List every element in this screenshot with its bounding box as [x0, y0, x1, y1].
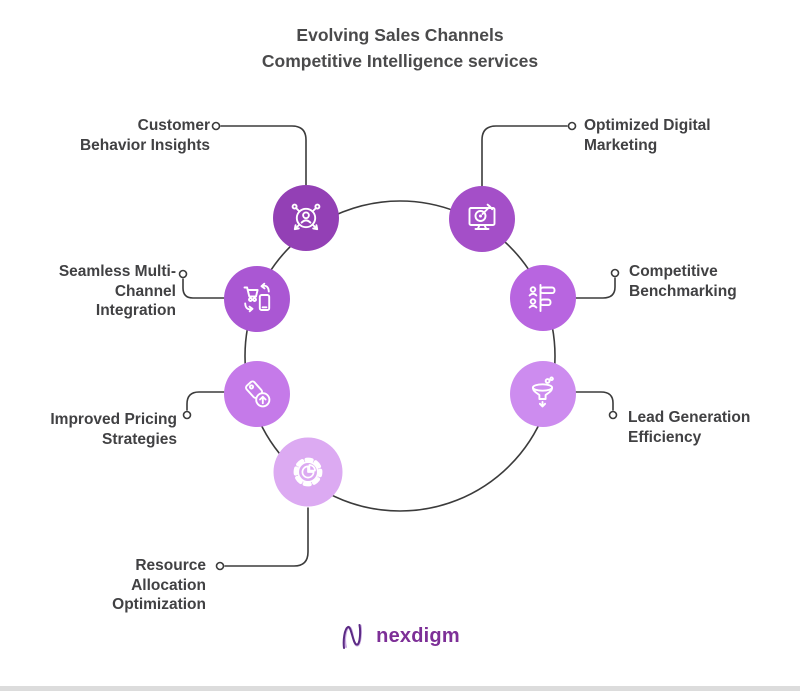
- label-resource-allocation-optimization: Resource Allocation Optimization: [112, 557, 206, 613]
- connector-dot: [610, 268, 620, 278]
- nexdigm-logo: nexdigm: [0, 621, 800, 652]
- label-competitive-benchmarking: Competitive Benchmarking: [629, 263, 737, 300]
- price-tag-up-icon: [224, 361, 290, 427]
- connector-pricing: [186, 391, 225, 411]
- connector-dot: [215, 561, 225, 571]
- label-lead-generation-efficiency: Lead Generation Efficiency: [628, 409, 751, 446]
- connector-multi-channel: [182, 278, 225, 299]
- label-improved-pricing-strategies: Improved Pricing Strategies: [50, 411, 177, 448]
- label-optimized-digital-marketing: Optimized Digital Marketing: [584, 117, 711, 154]
- connector-resource-allocation: [224, 507, 309, 567]
- connector-dot: [567, 121, 577, 131]
- connector-dot: [178, 269, 188, 279]
- nexdigm-logo-text: nexdigm: [376, 625, 460, 647]
- user-network-icon: [273, 185, 339, 251]
- gear-pie-icon: [273, 437, 343, 507]
- connector-dot: [211, 121, 221, 131]
- monitor-target-icon: [449, 186, 515, 252]
- connector-lead-generation: [575, 391, 614, 411]
- connector-digital-marketing: [481, 125, 568, 187]
- bottom-strip: [0, 686, 800, 691]
- cycle-ring: [244, 200, 556, 512]
- title-line-1: Evolving Sales Channels: [296, 25, 504, 45]
- connectors: [182, 125, 616, 567]
- connector-dot: [182, 410, 192, 420]
- connector-dot: [608, 410, 618, 420]
- title-line-2: Competitive Intelligence services: [261, 51, 539, 71]
- label-seamless-multi-channel-integration: Seamless Multi- Channel Integration: [58, 263, 176, 319]
- page-title: Evolving Sales Channels Competitive Inte…: [0, 22, 800, 74]
- connector-customer-behavior: [220, 125, 307, 186]
- cart-phone-sync-icon: [224, 266, 290, 332]
- nexdigm-logo-mark: [342, 624, 363, 649]
- people-bars-icon: [510, 265, 576, 331]
- label-customer-behavior-insights: Customer Behavior Insights: [79, 117, 210, 154]
- connector-dots: [178, 121, 620, 571]
- funnel-down-icon: [510, 361, 576, 427]
- connector-benchmarking: [575, 277, 616, 299]
